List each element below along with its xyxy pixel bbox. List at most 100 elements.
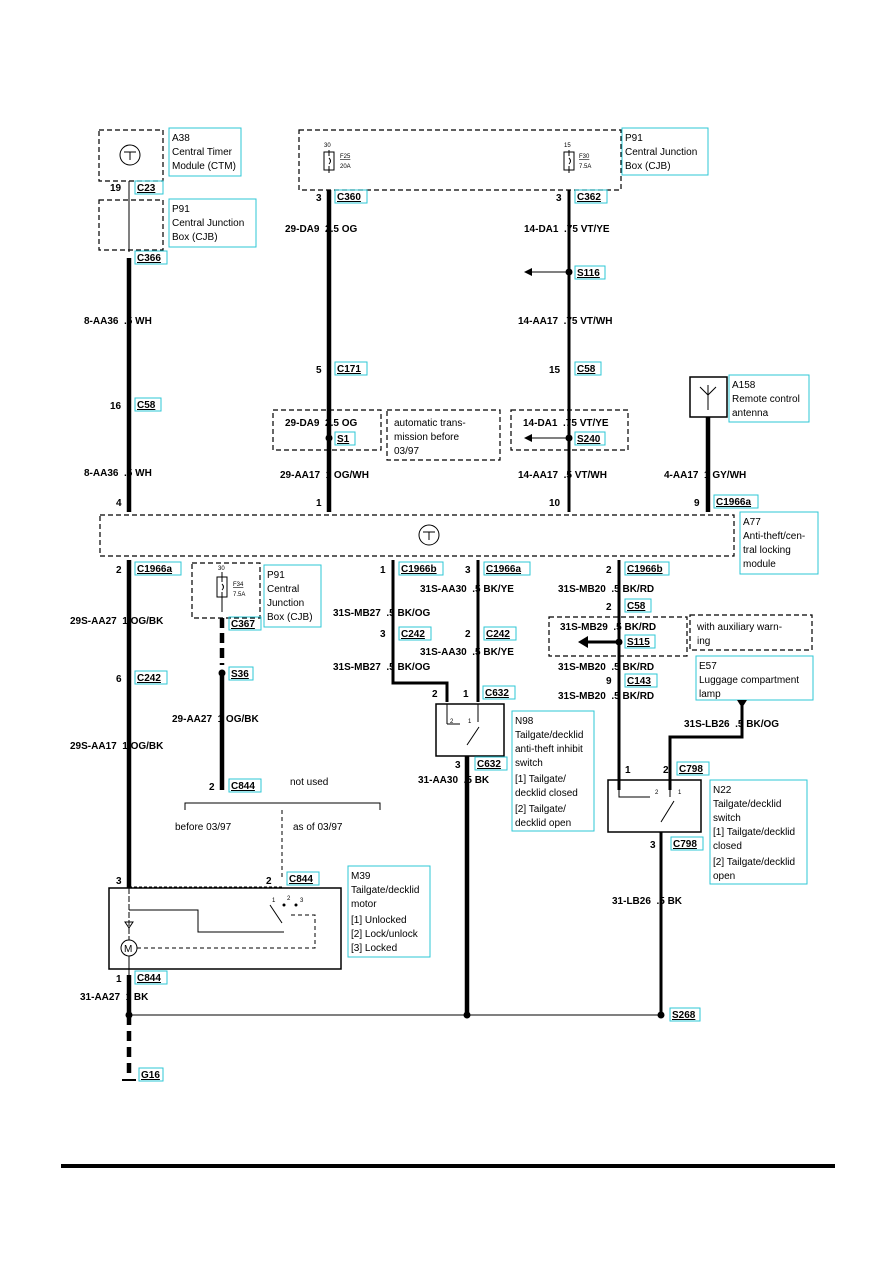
s36-splice: S36 (231, 669, 249, 680)
s268-splice: S268 (672, 1010, 696, 1021)
note-auto-trans: mission before (394, 432, 459, 443)
a158-remote-antenna: A158 Remote control antenna 4-AA17 1 GY/… (664, 374, 810, 512)
m39-contact: 2 (287, 896, 291, 902)
fuse-f30-input: 15 (564, 143, 571, 149)
wire-label: 14-AA17 .75 VT/WH (518, 316, 612, 327)
wire-label: 29-DA9 2.5 OG (285, 224, 357, 235)
n22-label-line: closed (713, 841, 742, 852)
ground-bus: S268 (129, 1007, 701, 1022)
c58-mid-pin: 2 (606, 602, 612, 613)
c632-bottom-pin: 3 (455, 760, 461, 771)
c143-connector: C143 (627, 676, 651, 687)
c1966a-left-pin: 2 (116, 565, 122, 576)
n98-contact: 1 (468, 719, 472, 725)
note-aux-warning: ing (697, 636, 710, 647)
c23-pin: 19 (110, 183, 122, 194)
wire-label: 31-AA27 1 BK (80, 992, 149, 1003)
p91-left-label-line: Central Junction (172, 218, 244, 229)
wire-label: 29S-AA17 1 OG/BK (70, 741, 164, 752)
c1966a-left-connector: C1966a (137, 564, 172, 575)
c23-connector: C23 (137, 183, 156, 194)
wire-run-c23-a77: 19 C23 C366 8-AA36 .5 WH 16 C58 8-AA36 .… (84, 180, 168, 512)
n22-label-line: N22 (713, 785, 732, 796)
c798-top-connector: C798 (679, 764, 703, 775)
c367-connector: C367 (231, 619, 255, 630)
c362-connector: C362 (577, 192, 601, 203)
c844-upper-connector: C844 (231, 781, 255, 792)
lamp-connector-icon (737, 700, 747, 708)
m39-label-line: [2] Lock/unlock (351, 929, 419, 940)
s116-splice: S116 (577, 268, 600, 279)
a158-label-line: A158 (732, 380, 756, 391)
m39-contact: 1 (272, 898, 276, 904)
e57-label-line: lamp (699, 689, 721, 700)
c632-pin: 1 (463, 689, 469, 700)
p91-left-label-line: P91 (172, 204, 190, 215)
n98-label-line: decklid closed (515, 788, 578, 799)
a158-label-line: antenna (732, 408, 769, 419)
c1966a-mid-pin: 3 (465, 565, 471, 576)
n22-label-line: open (713, 871, 735, 882)
note-as-of: as of 03/97 (293, 822, 343, 833)
wire-label: 31S-MB29 .5 BK/RD (560, 622, 656, 633)
n98-label-line: decklid open (515, 818, 571, 829)
wire-label: 31S-AA30 .5 BK/YE (420, 584, 514, 595)
c366-connector: C366 (137, 253, 161, 264)
wire-run-a77-n98: 1 C1966b 31S-MB27 .5 BK/OG 3 C242 31S-MB… (333, 560, 531, 702)
n98-label-line: switch (515, 758, 543, 769)
c844-out-connector: C844 (137, 973, 161, 984)
wire-label: 29-DA9 2.5 OG (285, 418, 357, 429)
wire-label: 31S-AA30 .5 BK/YE (420, 647, 514, 658)
p91-mid-label-line: Central (267, 584, 299, 595)
c844-pin: 2 (266, 876, 272, 887)
note-auto-trans: automatic trans- (394, 418, 466, 429)
a38-label-line: Central Timer (172, 147, 233, 158)
wire-label: 29-AA27 1 OG/BK (172, 714, 259, 725)
wire-label: 31-AA30 .5 BK (418, 775, 490, 786)
a77-pin: 10 (549, 498, 561, 509)
c798-pin: 1 (625, 765, 631, 776)
c242-a-pin: 3 (380, 629, 386, 640)
s115-splice: S115 (627, 637, 650, 648)
c632-pin: 2 (432, 689, 438, 700)
note-auto-trans: 03/97 (394, 446, 419, 457)
note-not-used: not used (290, 777, 328, 788)
fuse-f30-rating: 7.5A (579, 164, 591, 170)
n22-label-line: [1] Tailgate/decklid (713, 827, 795, 838)
c632-top-connector: C632 (485, 688, 509, 699)
n98-label-line: N98 (515, 716, 534, 727)
c1966a-mid-connector: C1966a (486, 564, 521, 575)
n98-label-line: [1] Tailgate/ (515, 774, 566, 785)
arrow-left-icon (524, 268, 532, 276)
a38-central-timer-module: A38 Central Timer Module (CTM) (98, 127, 242, 182)
m39-label-line: Tailgate/decklid (351, 885, 419, 896)
n98-label-line: anti-theft inhibit (515, 744, 583, 755)
p91-mid-label-line: Box (CJB) (267, 612, 313, 623)
fuse-f30-name: F30 (579, 154, 590, 160)
c171-connector: C171 (337, 364, 361, 375)
p91-top-label-line: Central Junction (625, 147, 697, 158)
c242-b-connector: C242 (486, 629, 510, 640)
c844-pin: 3 (116, 876, 122, 887)
wire-label: 31S-MB20 .5 BK/RD (558, 691, 654, 702)
m39-label-line: [3] Locked (351, 943, 397, 954)
arrow-left-icon (524, 434, 532, 442)
wire-label: 29-AA17 1 OG/WH (280, 470, 369, 481)
m39-tailgate-motor: M 1 2 3 3 2 C844 M39 Tailgate/decklid mo… (80, 865, 431, 1082)
p91-mid-label-line: Junction (267, 598, 304, 609)
c242-a-connector: C242 (401, 629, 425, 640)
wire-label: 31-LB26 .5 BK (612, 896, 683, 907)
arrow-left-icon (578, 636, 588, 648)
fuse-f25-rating: 20A (340, 164, 351, 170)
e57-label-line: Luggage compartment (699, 675, 799, 686)
fuse-f25-input: 30 (324, 143, 331, 149)
a77-label-line: Anti-theft/cen- (743, 531, 805, 542)
wire-run-a77-n22: 2 C1966b 31S-MB20 .5 BK/RD 2 C58 31S-MB2… (548, 560, 813, 790)
p91-top-label-line: P91 (625, 133, 643, 144)
c798-bottom-connector: C798 (673, 839, 697, 850)
module-symbol-icon (119, 144, 141, 166)
c171-pin: 5 (316, 365, 322, 376)
e57-luggage-lamp: E57 Luggage compartment lamp 31S-LB26 .5… (668, 655, 814, 790)
n22-label-line: Tailgate/decklid (713, 799, 781, 810)
wire-label: 31S-MB27 .5 BK/OG (333, 608, 430, 619)
